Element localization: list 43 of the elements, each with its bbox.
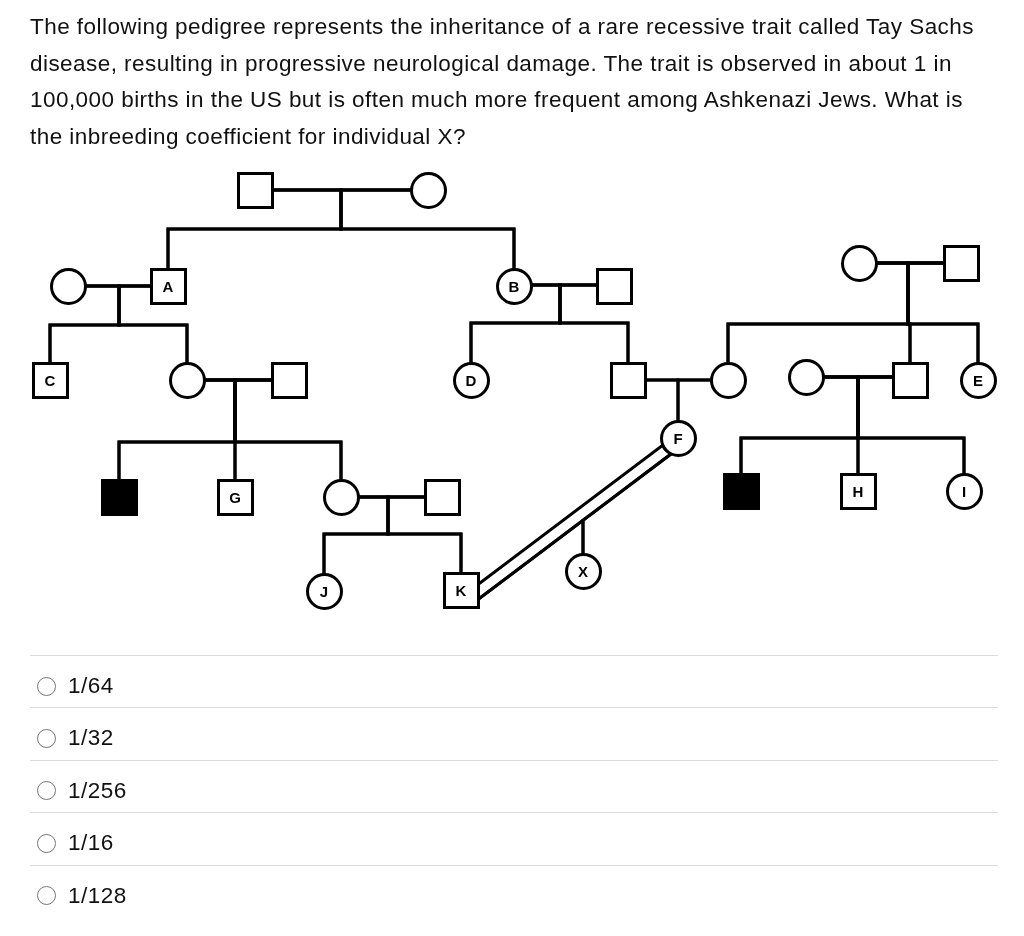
male-symbol: [423, 478, 461, 516]
male-symbol: [891, 361, 929, 399]
descent-line: [558, 283, 630, 363]
descent-line: [856, 375, 966, 474]
female-symbol: [787, 358, 825, 396]
male-symbol: G: [216, 478, 254, 516]
descent-line: [339, 188, 516, 269]
female-symbol: [168, 361, 206, 399]
female-symbol: [709, 361, 747, 399]
male-symbol: [609, 361, 647, 399]
descent-line: [233, 378, 343, 480]
descent-line: [386, 495, 463, 573]
male-symbol: A: [149, 267, 187, 305]
descent-line: [117, 284, 189, 363]
answer-option: 1/32: [68, 725, 114, 752]
male-symbol: [942, 244, 980, 282]
affected-male-symbol: [722, 472, 760, 510]
female-symbol: [840, 244, 878, 282]
answer-option: 1/128: [68, 882, 127, 909]
female-symbol: B: [495, 267, 533, 305]
female-symbol: D: [452, 361, 490, 399]
male-symbol: [270, 361, 308, 399]
female-symbol: F: [659, 419, 697, 457]
answer-option: 1/64: [68, 673, 114, 699]
descent-line: [581, 452, 673, 554]
female-symbol: E: [959, 361, 997, 399]
male-symbol: [236, 171, 274, 209]
answer-option: 1/256: [68, 777, 127, 804]
female-symbol: [409, 171, 447, 209]
female-symbol: X: [564, 552, 602, 590]
male-symbol: C: [31, 361, 69, 399]
female-symbol: [49, 267, 87, 305]
male-symbol: [595, 267, 633, 305]
female-symbol: I: [945, 472, 983, 510]
female-symbol: [322, 478, 360, 516]
descent-line: [676, 378, 711, 421]
question-text: The following pedigree represents the inheritance of a rare recessive trait called Tay Sachs disease, resulting in progressive neurological damage. The trait is observed in about 1 in 100,000 births in the US but is often much more frequent among Ashkenazi Jews. What is the inbreeding coefficient for individual X?: [30, 13, 975, 151]
answer-option: 1/16: [68, 830, 114, 857]
female-symbol: J: [305, 572, 343, 610]
male-symbol: H: [839, 472, 877, 510]
descent-line: [906, 261, 980, 363]
male-symbol: K: [442, 571, 480, 609]
affected-male-symbol: [100, 478, 138, 516]
